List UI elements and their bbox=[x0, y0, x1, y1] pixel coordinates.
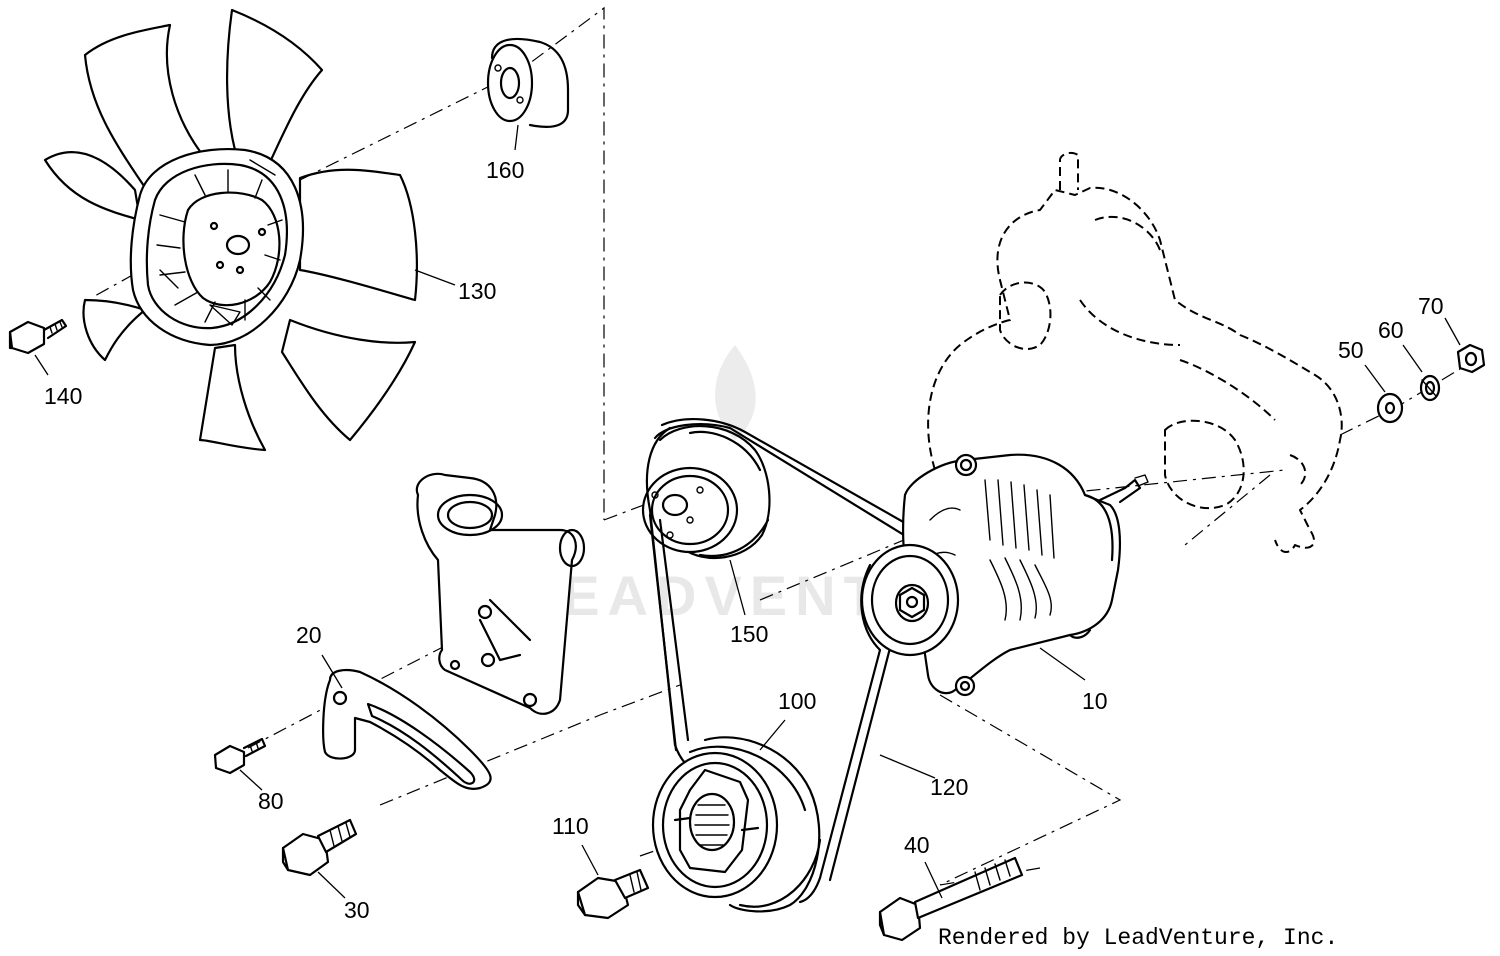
bolt-part-40[interactable] bbox=[878, 856, 1024, 942]
engine-block-outline bbox=[927, 151, 1343, 553]
callout-80: 80 bbox=[258, 788, 284, 814]
bracket-part-20[interactable] bbox=[322, 669, 492, 790]
callout-40: 40 bbox=[904, 832, 930, 858]
callout-30: 30 bbox=[344, 897, 370, 923]
callout-60: 60 bbox=[1378, 317, 1404, 343]
callout-70: 70 bbox=[1418, 293, 1444, 319]
bolt-part-110[interactable] bbox=[576, 868, 650, 920]
callout-100: 100 bbox=[778, 688, 816, 714]
render-credit: Rendered by LeadVenture, Inc. bbox=[938, 925, 1338, 951]
callout-130: 130 bbox=[458, 278, 496, 304]
lock-washer-part-60[interactable] bbox=[1419, 374, 1441, 402]
cooling-fan-part-130[interactable] bbox=[43, 8, 418, 452]
bolt-part-80[interactable] bbox=[213, 737, 267, 775]
spacer-part-160[interactable] bbox=[486, 37, 570, 128]
nut-part-70[interactable] bbox=[1456, 343, 1486, 374]
callout-110: 110 bbox=[552, 813, 589, 839]
callout-160: 160 bbox=[486, 157, 524, 183]
leader-lines bbox=[34, 124, 1461, 899]
crank-pulley-part-100[interactable] bbox=[651, 736, 822, 913]
washer-part-50[interactable] bbox=[1376, 392, 1404, 424]
callout-140: 140 bbox=[44, 383, 82, 409]
callout-20: 20 bbox=[296, 622, 322, 648]
callout-120: 120 bbox=[930, 774, 968, 800]
bolt-part-30[interactable] bbox=[281, 818, 358, 877]
callout-labels: 130 140 160 150 20 80 30 110 100 120 40 … bbox=[44, 157, 1444, 923]
pump-pulley-part-150[interactable] bbox=[641, 424, 771, 560]
callout-50: 50 bbox=[1338, 337, 1364, 363]
bolt-part-140[interactable] bbox=[8, 318, 68, 355]
thermostat-housing bbox=[415, 472, 586, 715]
callout-150: 150 bbox=[730, 621, 768, 647]
alternator-part-10[interactable] bbox=[860, 453, 1149, 697]
assembly-center-lines bbox=[92, 6, 1476, 886]
callout-10: 10 bbox=[1082, 688, 1108, 714]
